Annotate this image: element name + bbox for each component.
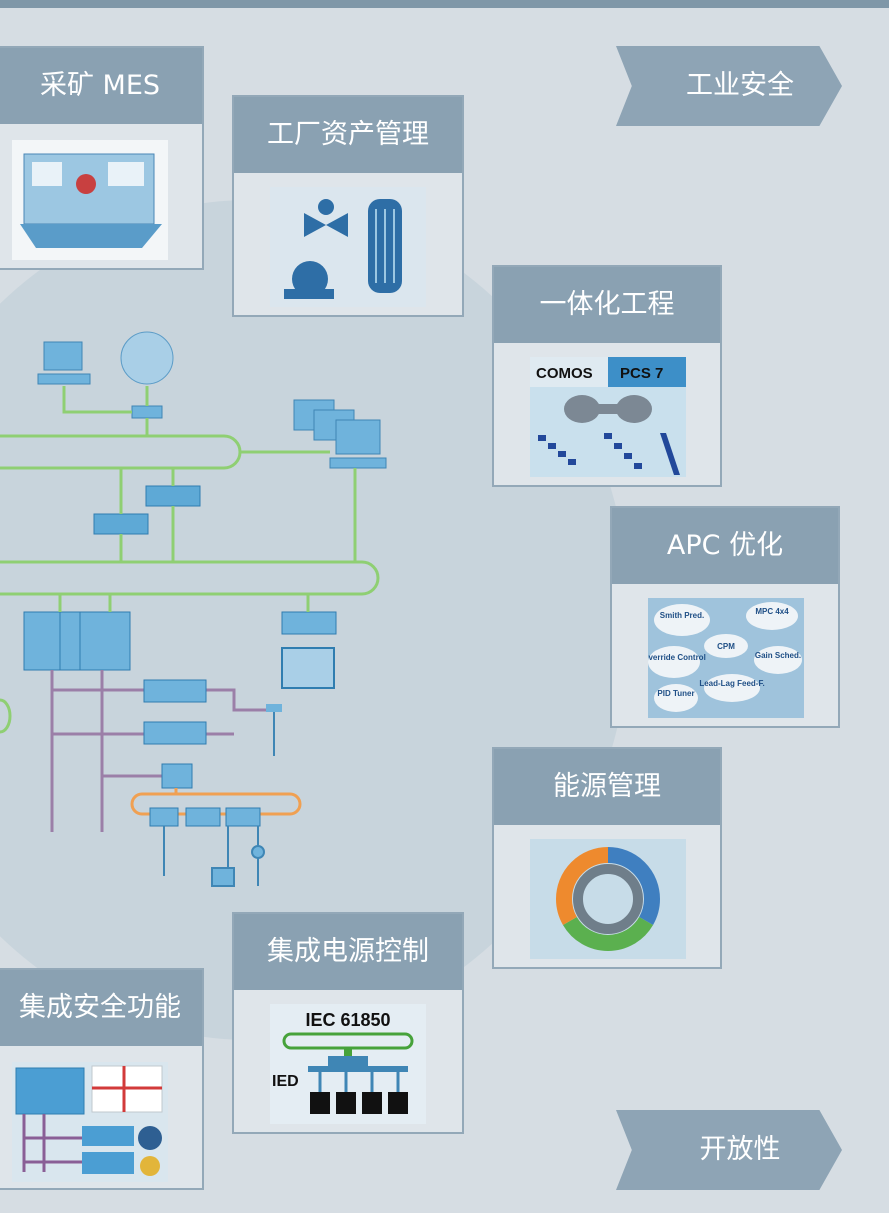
mes-thumbnail	[12, 140, 168, 260]
card-mining-mes[interactable]: 采矿 MES	[0, 46, 204, 270]
pid-label: PID Tuner	[657, 689, 694, 698]
card-asset-management[interactable]: 工厂资产管理	[232, 95, 464, 317]
profibus-pa	[130, 788, 302, 816]
plant-bus	[0, 560, 380, 596]
override-label: Override Control	[648, 653, 706, 662]
energy-thumbnail	[530, 839, 686, 959]
engineering-thumbnail: COMOS PCS 7	[530, 357, 686, 477]
mpc-label: MPC 4x4	[755, 607, 789, 616]
top-bar	[0, 0, 889, 8]
controller-rack	[23, 611, 131, 671]
fieldbus-lines	[50, 670, 270, 832]
leadlag-label: Lead-Lag Feed-F.	[699, 679, 764, 688]
io-module-1	[143, 679, 207, 703]
card-apc-optimization-title: APC 优化	[612, 508, 838, 584]
globe-icon	[120, 331, 174, 385]
pcs7-label: PCS 7	[620, 365, 663, 382]
card-safety-integrated-title: 集成安全功能	[0, 970, 202, 1046]
card-asset-management-title: 工厂资产管理	[234, 97, 462, 173]
card-mining-mes-title: 采矿 MES	[0, 48, 202, 124]
card-integrated-engineering-title: 一体化工程	[494, 267, 720, 343]
asset-thumbnail	[270, 187, 426, 307]
power-thumbnail: IEC 61850 IED	[270, 1004, 426, 1124]
router-icon	[131, 405, 163, 419]
coupler-icon	[161, 763, 193, 789]
openness-label: 开放性	[699, 1134, 781, 1165]
card-energy-management[interactable]: 能源管理	[492, 747, 722, 969]
card-apc-optimization[interactable]: APC 优化 Smith Pred. MPC 4x4 CPM Override …	[610, 506, 840, 728]
client-pcs-icon	[293, 399, 387, 469]
smith-label: Smith Pred.	[660, 611, 704, 620]
card-safety-integrated[interactable]: 集成安全功能	[0, 968, 204, 1190]
industrial-security-arrow[interactable]: 工业安全	[616, 46, 842, 126]
hmi-screen-icon	[281, 647, 335, 689]
card-energy-management-title: 能源管理	[494, 749, 720, 825]
ied-label: IED	[272, 1073, 299, 1090]
apc-thumbnail: Smith Pred. MPC 4x4 CPM Override Control…	[642, 598, 804, 718]
gain-label: Gain Sched.	[755, 651, 801, 660]
server-icon-2	[93, 513, 149, 535]
card-power-control-title: 集成电源控制	[234, 914, 462, 990]
comos-label: COMOS	[536, 365, 593, 382]
industrial-security-label: 工业安全	[686, 70, 794, 101]
server-icon-1	[145, 485, 201, 507]
cpm-label: CPM	[717, 642, 735, 651]
operator-panel-icon	[281, 611, 337, 635]
card-power-control[interactable]: 集成电源控制 IEC 61850 IED	[232, 912, 464, 1134]
io-module-2	[143, 721, 207, 745]
safety-thumbnail	[12, 1062, 168, 1182]
workstation-icon	[37, 341, 91, 385]
card-integrated-engineering[interactable]: 一体化工程 COMOS PCS 7	[492, 265, 722, 487]
iec-label: IEC 61850	[305, 1010, 390, 1030]
field-instruments-icon	[163, 826, 265, 887]
openness-arrow[interactable]: 开放性	[616, 1110, 842, 1190]
